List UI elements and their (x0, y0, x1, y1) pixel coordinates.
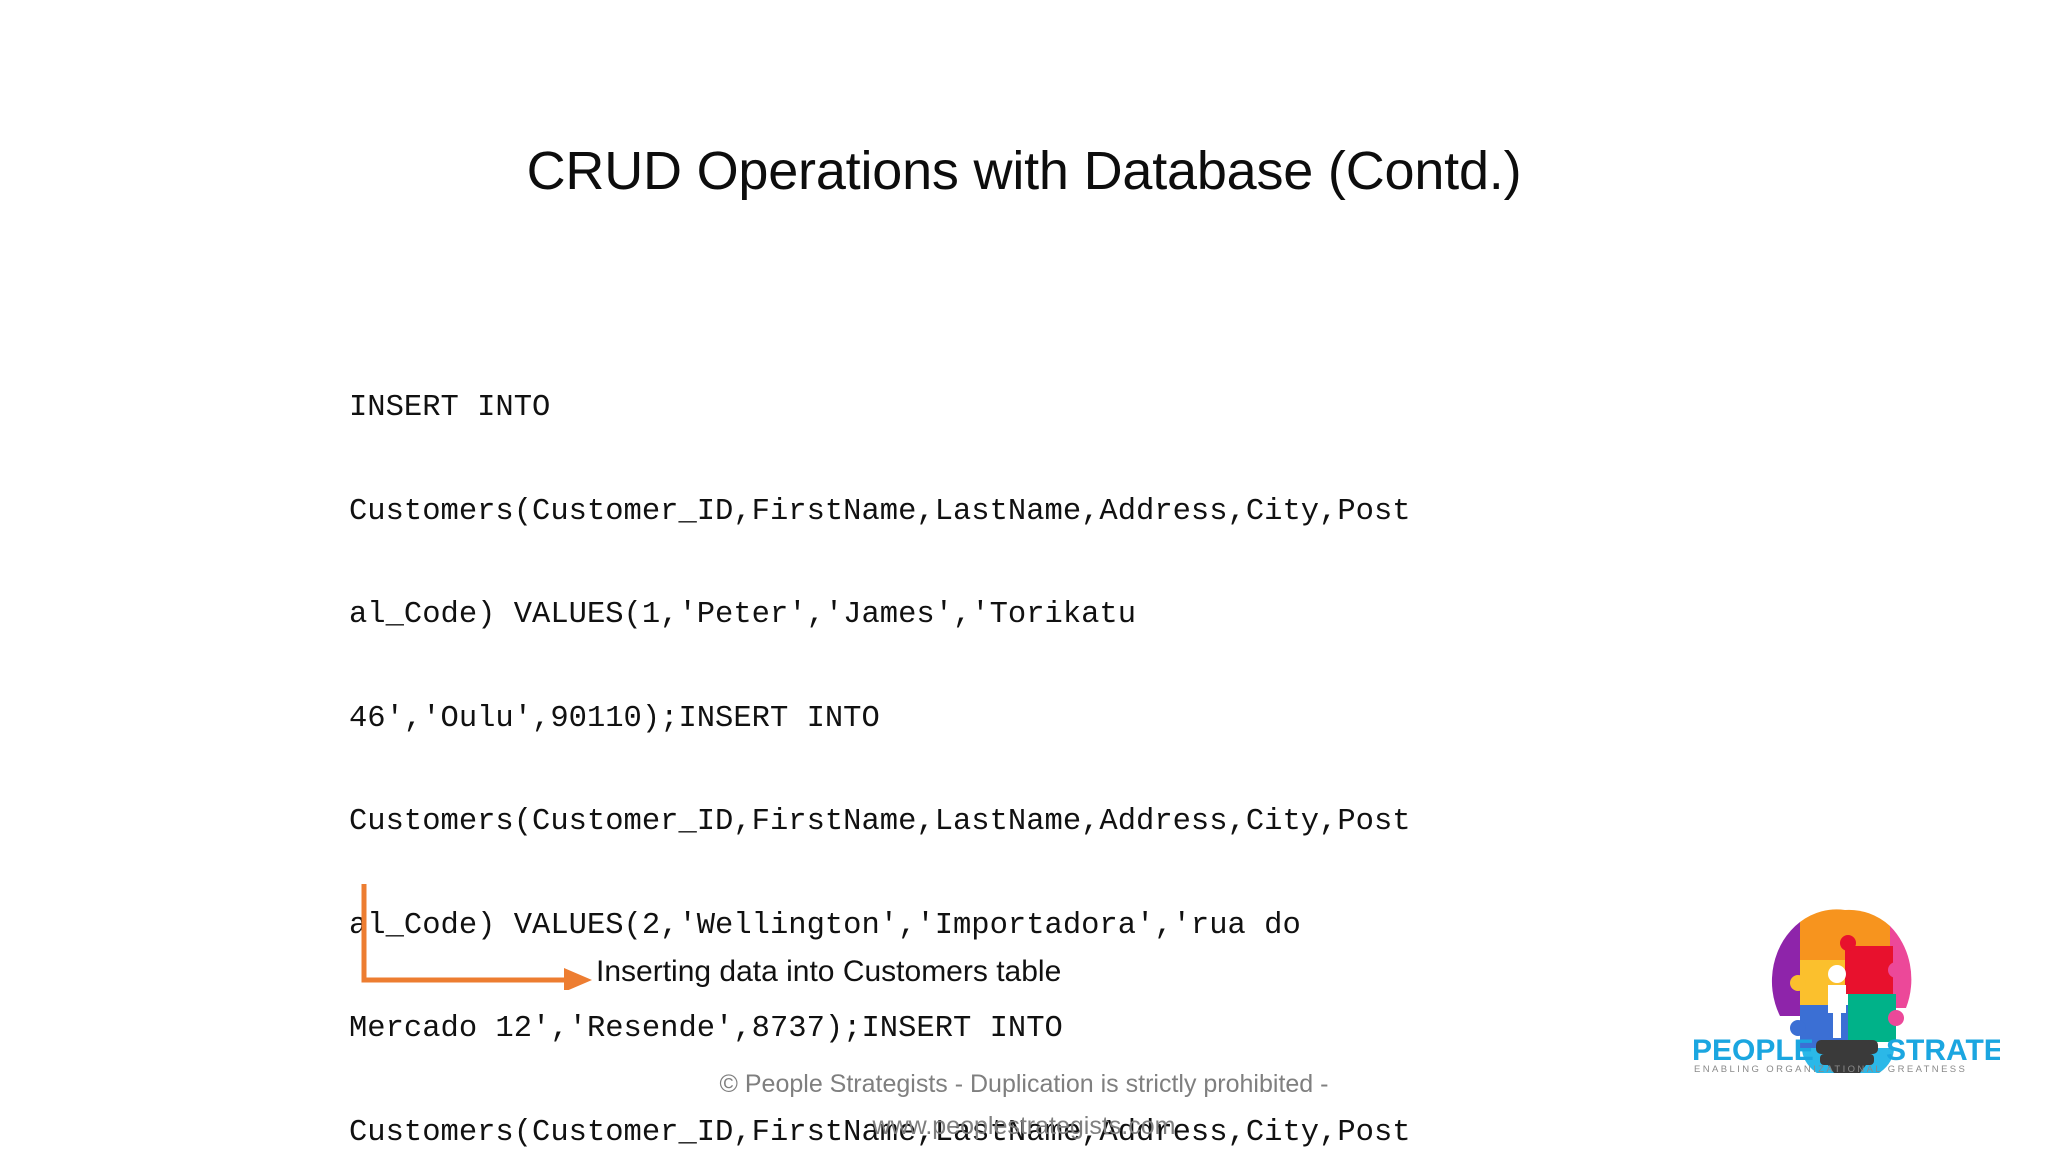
code-line: al_Code) VALUES(2,'Wellington','Importad… (349, 908, 1301, 943)
callout-caption: Inserting data into Customers table (596, 955, 1062, 988)
footer-website: www.peoplestrategists.com (872, 1112, 1176, 1140)
callout-arrow-icon (361, 884, 592, 990)
footer-copyright: © People Strategists - Duplication is st… (719, 1070, 1329, 1098)
logo-bulb-icon: PEOPLE STRATEGISTS ENABLING ORGANIZATION… (1692, 909, 2000, 1073)
logo-wordmark-strategists: STRATEGISTS (1886, 1034, 2000, 1067)
footer: © People Strategists - Duplication is st… (0, 1063, 2048, 1147)
code-line: Mercado 12','Resende',8737);INSERT INTO (349, 1012, 1063, 1046)
people-strategists-logo: PEOPLE STRATEGISTS ENABLING ORGANIZATION… (1690, 888, 2000, 1073)
code-line: 46','Oulu',90110);INSERT INTO (349, 701, 880, 736)
code-line: INSERT INTO (349, 391, 551, 425)
code-line: al_Code) VALUES(1,'Peter','James','Torik… (349, 598, 1137, 632)
code-line: Customers(Customer_ID,FirstName,LastName… (349, 494, 1411, 529)
page-title: CRUD Operations with Database (Contd.) (526, 141, 1522, 201)
code-line: Customers(Customer_ID,FirstName,LastName… (349, 1115, 1411, 1150)
sql-code-block: INSERT INTO Customers(Customer_ID,FirstN… (349, 322, 1449, 1152)
logo-tagline: ENABLING ORGANIZATIONAL GREATNESS (1694, 1064, 1967, 1073)
logo-wordmark-people: PEOPLE (1692, 1034, 1814, 1067)
code-line: Customers(Customer_ID,FirstName,LastName… (349, 805, 1411, 839)
